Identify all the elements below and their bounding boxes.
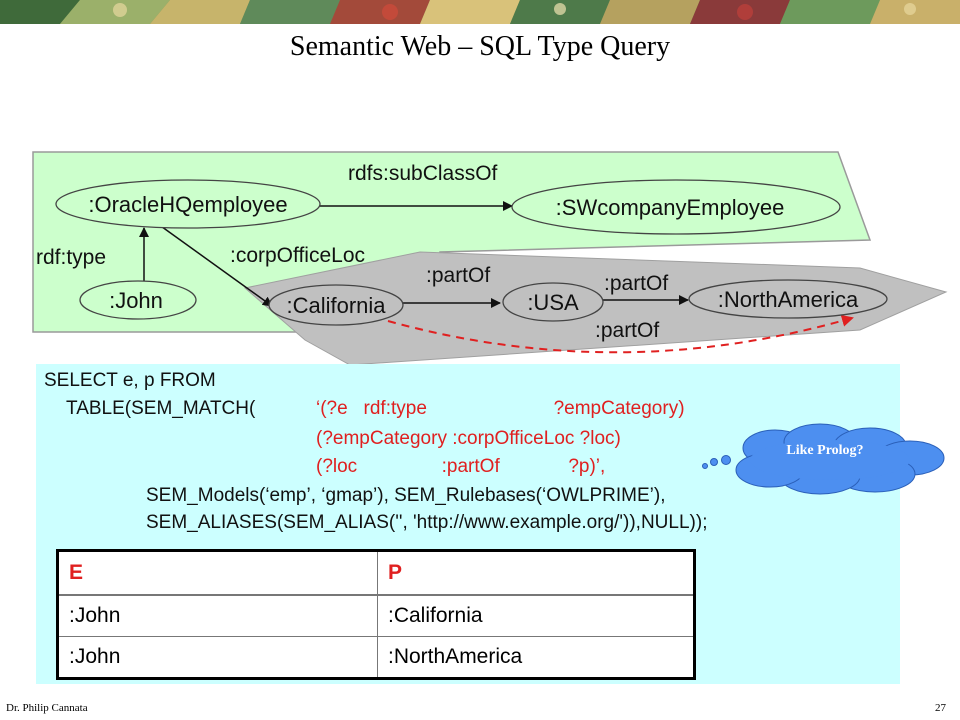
- query-line-select: SELECT e, p FROM: [44, 370, 216, 391]
- thought-cloud-callout: [702, 423, 945, 495]
- svg-text::California: :California: [286, 293, 386, 318]
- query-line-triple-2: (?empCategory :corpOfficeLoc ?loc): [316, 428, 621, 449]
- node-john: :John: [79, 280, 197, 320]
- label-partof-california-usa: :partOf: [426, 264, 490, 287]
- node-northamerica: :NorthAmerica: [688, 279, 888, 319]
- query-line-triple-3: (?loc :partOf ?p)’,: [316, 456, 606, 477]
- result-table: E P :John :California :John :NorthAmeric…: [56, 549, 696, 680]
- table-header-row: E P: [57, 550, 695, 596]
- label-subclassof: rdfs:subClassOf: [348, 162, 498, 185]
- column-header-p: P: [377, 550, 695, 596]
- cell-p: :California: [377, 594, 695, 637]
- node-usa: :USA: [502, 282, 604, 322]
- cell-e: :John: [57, 636, 378, 679]
- stained-glass-banner: [0, 0, 960, 24]
- svg-text::John: :John: [109, 288, 163, 313]
- label-partof-inferred: :partOf: [595, 319, 659, 342]
- page-number: 27: [935, 702, 946, 714]
- slide-title: Semantic Web – SQL Type Query: [289, 31, 671, 62]
- node-swcompanyemployee: :SWcompanyEmployee: [511, 179, 841, 235]
- query-line-models: SEM_Models(‘emp’, ‘gmap’), SEM_Rulebases…: [146, 485, 666, 506]
- table-row: :John :NorthAmerica: [57, 636, 695, 679]
- svg-text::NorthAmerica: :NorthAmerica: [718, 287, 859, 312]
- svg-text::USA: :USA: [527, 290, 579, 315]
- label-rdftype: rdf:type: [36, 246, 106, 269]
- edge-corpofficeloc: [157, 223, 273, 307]
- cell-e: :John: [57, 594, 378, 637]
- node-california: :California: [268, 284, 404, 326]
- label-corpofficeloc: :corpOfficeLoc: [230, 244, 365, 267]
- node-oraclehqemployee: :OracleHQemployee: [55, 179, 321, 229]
- svg-text::SWcompanyEmployee: :SWcompanyEmployee: [556, 195, 785, 220]
- column-header-e: E: [57, 550, 378, 596]
- svg-text::OracleHQemployee: :OracleHQemployee: [88, 192, 287, 217]
- query-line-triple-1: ‘(?e rdf:type ?empCategory): [316, 398, 685, 419]
- callout-text: Like Prolog?: [786, 443, 864, 458]
- query-line-table: TABLE(SEM_MATCH(: [66, 398, 256, 419]
- cell-p: :NorthAmerica: [377, 636, 695, 679]
- label-partof-usa-northamerica: :partOf: [604, 272, 668, 295]
- footer-author: Dr. Philip Cannata: [6, 702, 88, 714]
- query-line-aliases: SEM_ALIASES(SEM_ALIAS('', 'http://www.ex…: [146, 512, 708, 533]
- table-row: :John :California: [57, 594, 695, 637]
